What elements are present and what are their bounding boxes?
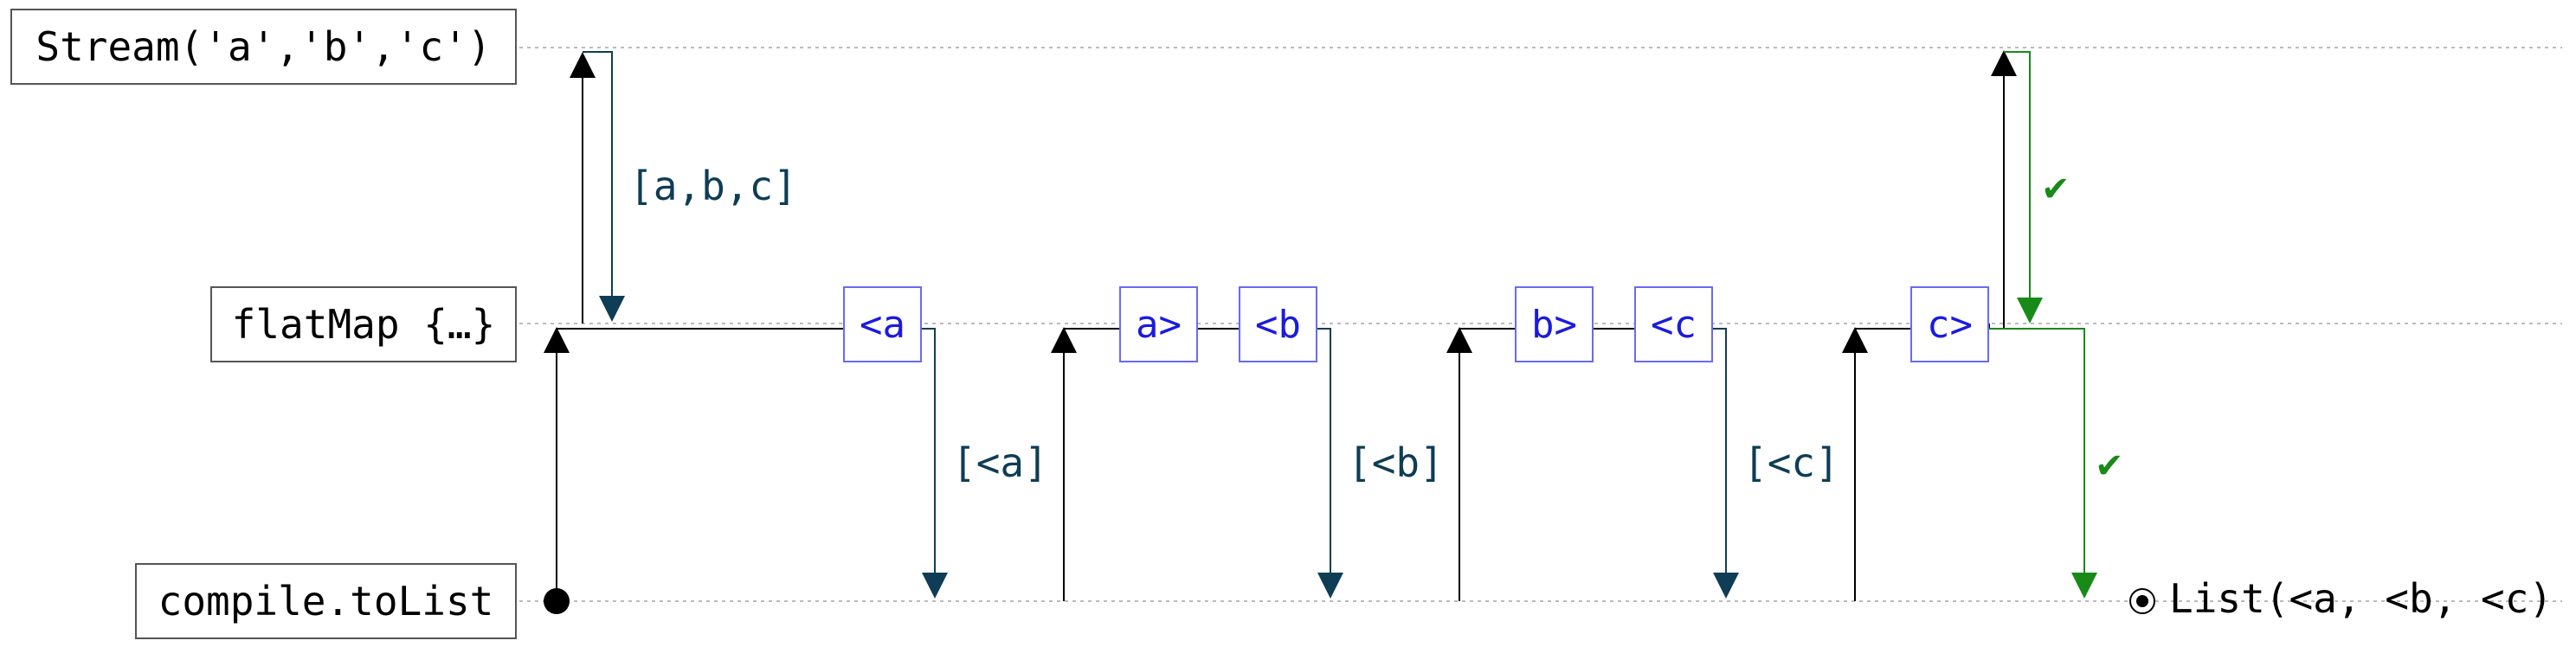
label-out-a: [<a]: [952, 439, 1048, 486]
lane-flatmap: flatMap {…}: [210, 286, 517, 362]
event-close-b: b>: [1515, 286, 1594, 362]
emit-arrowhead: [1713, 573, 1739, 599]
check-icon: ✔: [2095, 446, 2124, 486]
result-value: List(<a, <b, <c): [2169, 575, 2553, 622]
label-source-chunk: [a,b,c]: [629, 163, 797, 209]
emit-arrow-source-chunk: [583, 51, 613, 303]
event-close-c: c>: [1910, 286, 1989, 362]
pull-arrowhead: [544, 327, 570, 353]
done-arrow-flatmap: [1989, 328, 2085, 578]
done-arrow-source: [2004, 51, 2031, 304]
event-open-a: <a: [843, 286, 922, 362]
label-out-c: [<c]: [1743, 439, 1839, 486]
pull-arrow-flatmap-to-source: [1988, 69, 2005, 330]
emit-arrowhead: [599, 296, 625, 322]
lane-sink: compile.toList: [135, 563, 517, 639]
start-dot: [544, 588, 570, 614]
pull-arrowhead: [1991, 50, 2017, 76]
label-out-b: [<b]: [1348, 439, 1444, 486]
event-open-b: <b: [1239, 286, 1317, 362]
emit-arrow-out-c: [1685, 328, 1727, 578]
event-open-c: <c: [1634, 286, 1713, 362]
event-close-a: a>: [1119, 286, 1198, 362]
emit-arrow-out-a: [896, 328, 936, 578]
pull-arrowhead: [1446, 327, 1472, 353]
pull-arrowhead: [1051, 327, 1077, 353]
done-arrowhead: [2071, 573, 2097, 599]
pull-arrowhead: [570, 52, 596, 78]
emit-arrowhead: [1317, 573, 1343, 599]
lane-source: Stream('a','b','c'): [10, 9, 517, 85]
result-marker-inner: [2136, 595, 2148, 607]
done-arrowhead: [2017, 298, 2043, 324]
check-icon: ✔: [2041, 170, 2070, 209]
emit-arrowhead: [922, 573, 948, 599]
emit-arrow-out-b: [1290, 328, 1331, 578]
pull-arrowhead: [1842, 327, 1868, 353]
